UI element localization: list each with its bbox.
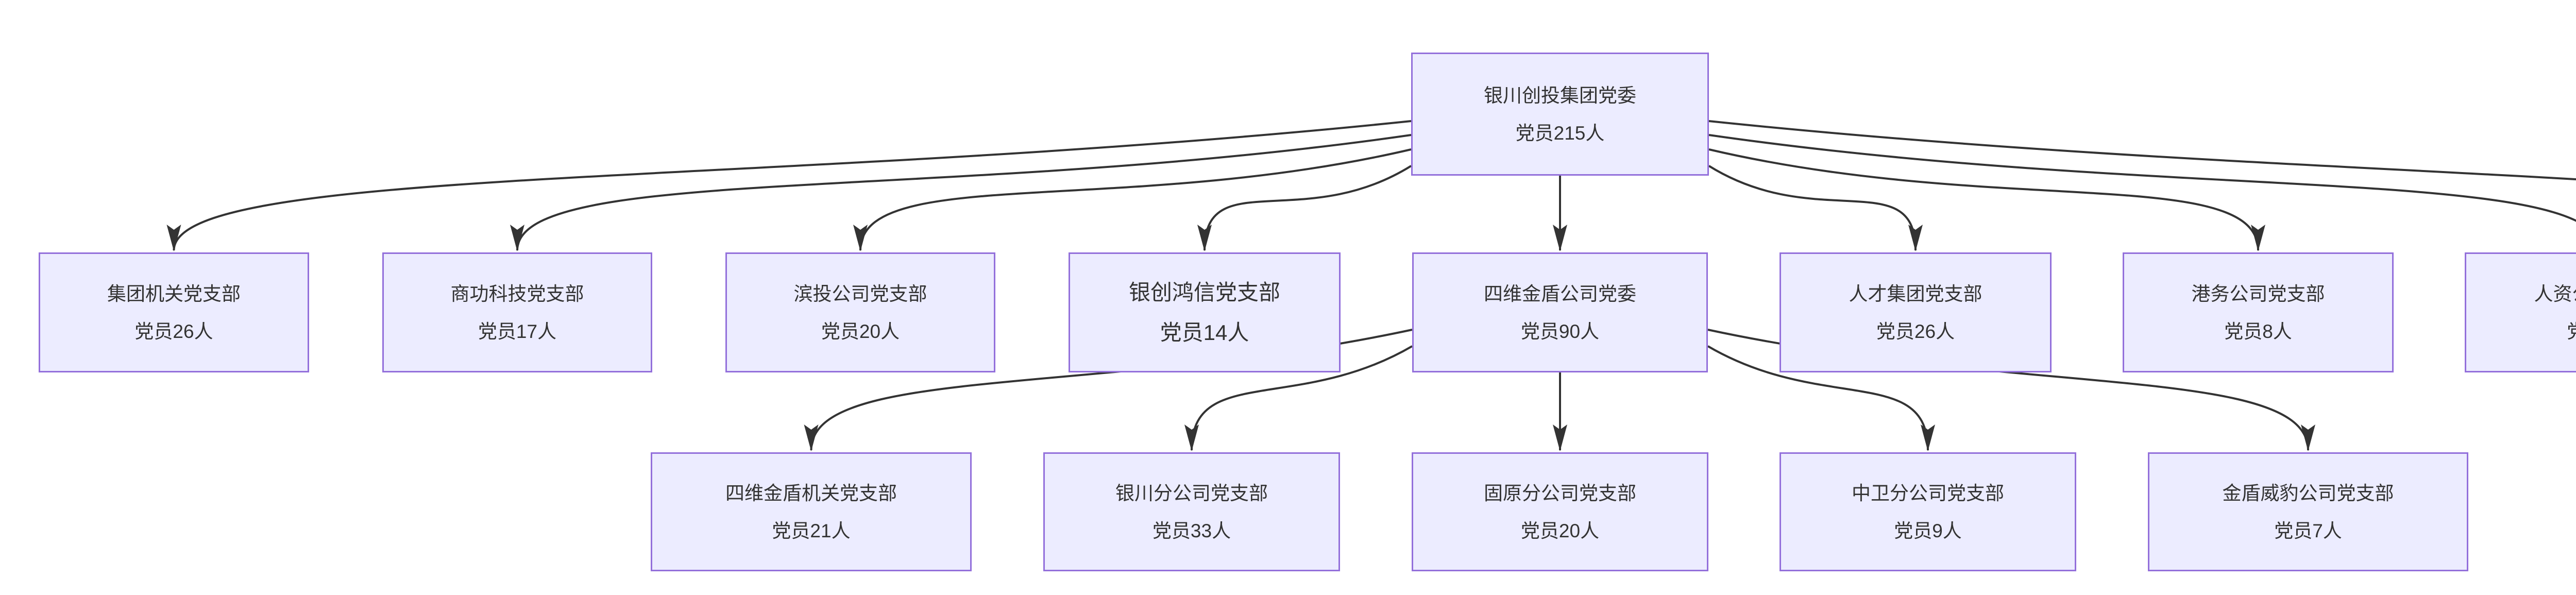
org-edge-n5-c2 <box>1184 345 1413 451</box>
org-node-member-count: 党员21人 <box>772 520 851 541</box>
org-node-member-count: 党员26人 <box>1876 320 1955 342</box>
org-edge-root-n3 <box>853 148 1412 251</box>
org-node-member-count: 党员33人 <box>1152 520 1231 541</box>
org-node-member-count: 党员7人 <box>2274 520 2342 541</box>
org-edge-root-n6 <box>1708 165 1923 251</box>
org-node-c2: 银川分公司党支部党员33人 <box>1043 452 1340 571</box>
org-node-title: 四维金盾机关党支部 <box>725 482 897 504</box>
org-node-title: 银川分公司党支部 <box>1115 482 1268 504</box>
org-node-title: 四维金盾公司党委 <box>1484 283 1636 304</box>
org-node-root: 银川创投集团党委党员215人 <box>1411 53 1709 176</box>
org-node-c5: 金盾威豹公司党支部党员7人 <box>2148 452 2468 571</box>
org-edge-root-n7 <box>1708 148 2265 251</box>
org-node-title: 集团机关党支部 <box>107 283 241 304</box>
org-node-title: 人才集团党支部 <box>1849 283 1982 304</box>
org-node-n8: 人资公司党支部党员5人 <box>2465 252 2576 372</box>
org-node-n5: 四维金盾公司党委党员90人 <box>1412 252 1708 372</box>
org-node-member-count: 党员20人 <box>1520 520 1600 541</box>
org-node-title: 滨投公司党支部 <box>793 283 927 304</box>
org-node-member-count: 党员9人 <box>1894 520 1962 541</box>
org-edge-root-n1 <box>166 120 1412 251</box>
org-node-title: 银川创投集团党委 <box>1484 84 1636 106</box>
org-node-member-count: 党员215人 <box>1515 122 1605 144</box>
org-node-title: 固原分公司党支部 <box>1484 482 1636 504</box>
org-edge-root-n2 <box>510 134 1412 251</box>
org-node-title: 金盾威豹公司党支部 <box>2222 482 2394 504</box>
org-edge-root-n9 <box>1708 120 2576 181</box>
org-node-n3: 滨投公司党支部党员20人 <box>725 252 995 372</box>
org-node-member-count: 党员26人 <box>134 320 213 342</box>
org-node-c3: 固原分公司党支部党员20人 <box>1412 452 1708 571</box>
org-edge-n5-c4 <box>1707 345 1935 451</box>
org-node-n2: 商功科技党支部党员17人 <box>382 252 652 372</box>
org-edge-root-n4 <box>1197 165 1412 251</box>
org-node-member-count: 党员8人 <box>2224 320 2292 342</box>
org-edge-root-n8 <box>1708 134 2576 222</box>
org-node-title: 港务公司党支部 <box>2191 283 2325 304</box>
org-node-title: 银创鸿信党支部 <box>1128 280 1280 304</box>
org-node-member-count: 党员20人 <box>821 320 900 342</box>
org-node-title: 人资公司党支部 <box>2534 283 2576 304</box>
org-node-c4: 中卫分公司党支部党员9人 <box>1780 452 2076 571</box>
org-node-c1: 四维金盾机关党支部党员21人 <box>651 452 972 571</box>
org-node-member-count: 党员90人 <box>1520 320 1600 342</box>
org-node-member-count: 党员5人 <box>2567 322 2576 341</box>
org-node-n6: 人才集团党支部党员26人 <box>1780 252 2052 372</box>
org-node-n4: 银创鸿信党支部党员14人 <box>1069 252 1341 372</box>
org-node-n1: 集团机关党支部党员26人 <box>39 252 309 372</box>
org-node-title: 中卫分公司党支部 <box>1852 482 2004 504</box>
org-node-member-count: 党员17人 <box>478 320 557 342</box>
org-node-title: 商功科技党支部 <box>450 283 584 304</box>
org-node-n7: 港务公司党支部党员8人 <box>2123 252 2394 372</box>
org-node-member-count: 党员14人 <box>1160 320 1249 345</box>
